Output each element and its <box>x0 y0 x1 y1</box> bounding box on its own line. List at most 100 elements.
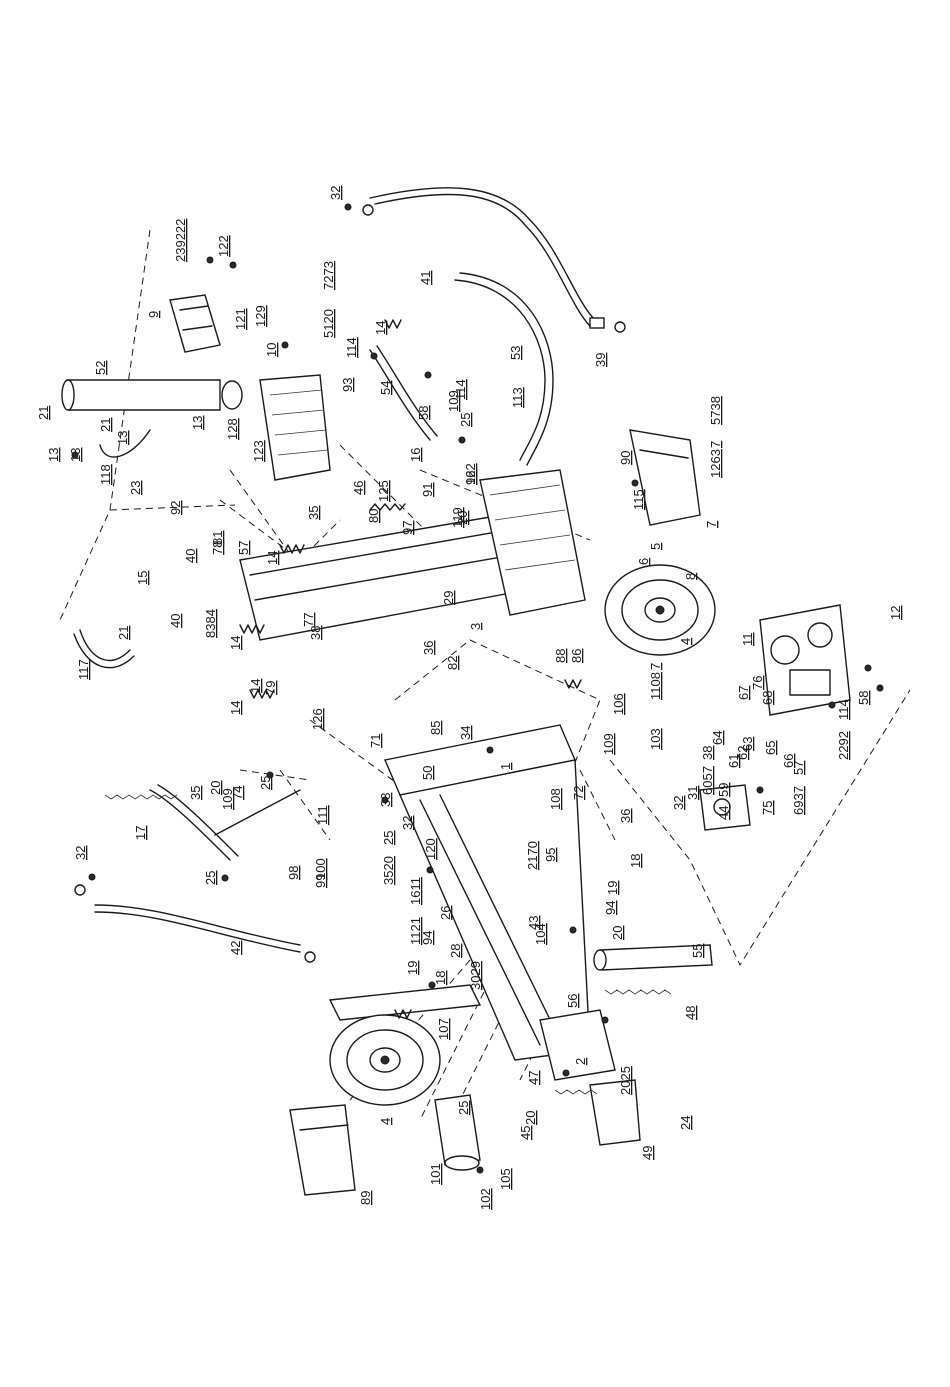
part-label: 21 <box>116 626 131 640</box>
part-label: 114 <box>836 699 851 720</box>
part-label: 25 <box>456 1101 471 1115</box>
tow-coupler <box>589 1079 641 1146</box>
part-label: 23 <box>128 481 143 495</box>
part-label: 2 <box>573 1058 588 1065</box>
part-labels: 1234456789101112131313131414141414151617… <box>36 186 903 1210</box>
part-label: 1263 <box>708 449 723 478</box>
part-label: 5738 <box>708 396 723 425</box>
part-label: 109 <box>446 390 461 412</box>
part-label: 105 <box>498 1168 513 1190</box>
part-label: 5120 <box>321 309 336 338</box>
part-label: 15 <box>135 571 150 585</box>
part-label: 25 <box>381 831 396 845</box>
part-label: 59 <box>716 783 731 797</box>
part-label: 108 <box>548 788 563 810</box>
part-label: 93 <box>340 378 355 392</box>
part-label: 67 <box>736 686 751 700</box>
part-label: 26 <box>438 906 453 920</box>
part-label: 17 <box>133 826 148 840</box>
part-label: 6057 <box>700 766 715 795</box>
part-label: 2292 <box>836 731 851 760</box>
part-label: 53 <box>508 346 523 360</box>
part-label: 36 <box>421 641 436 655</box>
part-label: 107 <box>436 1018 451 1040</box>
part-label: 9 <box>146 311 161 318</box>
part-label: 35 <box>188 786 203 800</box>
hydraulic-hose-upper <box>362 187 626 333</box>
part-label: 63 <box>740 737 755 751</box>
part-label: 122 <box>463 463 478 485</box>
part-label: 88 <box>553 649 568 663</box>
part-label: 119 <box>450 507 465 528</box>
part-label: 94 <box>603 901 618 915</box>
part-label: 80 <box>366 509 381 523</box>
part-label: 1108 <box>648 672 663 700</box>
part-label: 118 <box>98 464 113 485</box>
part-label: 128 <box>225 418 240 440</box>
part-label: 47 <box>526 1071 541 1085</box>
part-label: 78 <box>210 541 225 555</box>
part-label: 62 <box>735 746 750 760</box>
part-label: 34 <box>458 726 473 740</box>
springs <box>239 319 582 1019</box>
lever-handle <box>149 784 301 861</box>
part-label: 114 <box>344 337 359 358</box>
part-label: 3 <box>468 623 483 630</box>
part-label: 92 <box>168 501 183 515</box>
part-label: 103 <box>648 728 663 750</box>
fender-left <box>289 1104 356 1196</box>
part-label: 40 <box>183 549 198 563</box>
part-label: 20 <box>208 781 223 795</box>
part-label: 45 <box>518 1126 533 1140</box>
part-label: 7 <box>704 521 719 528</box>
part-label: 41 <box>418 271 433 285</box>
part-label: 10 <box>264 343 279 357</box>
part-label: 102 <box>478 1188 493 1210</box>
part-label: 79 <box>263 681 278 695</box>
part-label: 125 <box>376 480 391 502</box>
part-label: 42 <box>228 941 243 955</box>
part-label: 123 <box>251 440 266 462</box>
part-label: 109 <box>220 788 235 810</box>
part-label: 2170 <box>525 841 540 870</box>
part-label: 19 <box>405 961 420 975</box>
part-label: 7 <box>708 441 723 448</box>
part-label: 24 <box>678 1116 693 1130</box>
control-lever <box>369 345 438 441</box>
part-label: 20 <box>523 1111 538 1125</box>
chains <box>104 794 672 1095</box>
part-label: 74 <box>230 786 245 800</box>
part-label: 64 <box>710 731 725 745</box>
part-label: 91 <box>420 483 435 497</box>
return-lever <box>454 272 554 466</box>
part-label: 1 <box>498 763 513 770</box>
tank <box>434 1094 481 1171</box>
part-label: 68 <box>760 691 775 705</box>
part-label: 3029 <box>468 961 483 990</box>
part-label: 20 <box>610 926 625 940</box>
part-label: 13 <box>68 448 83 462</box>
part-label: 90 <box>618 451 633 465</box>
part-label: 86 <box>569 649 584 663</box>
part-label: 8384 <box>203 609 218 638</box>
part-label: 52 <box>93 361 108 375</box>
part-label: 72 <box>571 786 586 800</box>
part-label: 4 <box>678 638 693 645</box>
part-label: 129 <box>253 305 268 327</box>
part-label: 97 <box>400 521 415 535</box>
part-label: 50 <box>420 766 435 780</box>
part-label: 32 <box>328 186 343 200</box>
axle-bar <box>328 984 616 1081</box>
wheel-left <box>329 1014 441 1106</box>
part-label: 114 <box>453 379 468 400</box>
part-label: 122 <box>216 235 231 257</box>
part-label: 18 <box>628 854 643 868</box>
cylinder-tube <box>61 379 243 411</box>
part-label: 14 <box>248 679 263 693</box>
part-label: 21 <box>98 418 113 432</box>
part-label: 32 <box>73 846 88 860</box>
part-label: 54 <box>378 381 393 395</box>
part-label: 113 <box>510 387 525 408</box>
part-label: 77 <box>301 613 316 627</box>
